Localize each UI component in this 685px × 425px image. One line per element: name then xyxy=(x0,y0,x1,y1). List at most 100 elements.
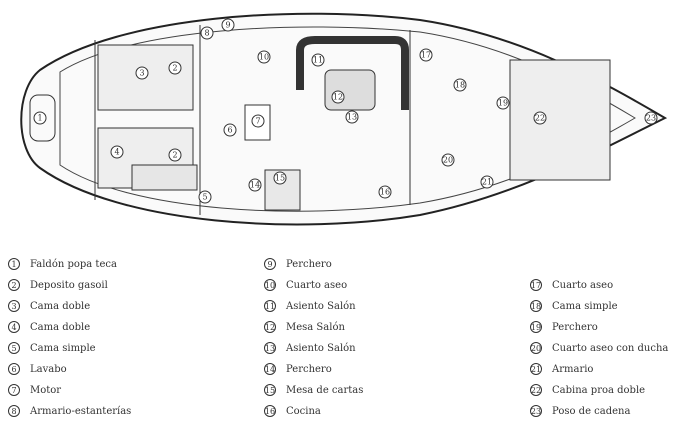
legend-label: Deposito gasoil xyxy=(30,279,108,291)
legend-label: Perchero xyxy=(286,258,332,270)
marker-11: 11 xyxy=(311,53,325,67)
legend-label: Faldón popa teca xyxy=(30,258,117,270)
marker-22: 22 xyxy=(533,111,547,125)
marker-12: 12 xyxy=(331,90,345,104)
legend-number: 1 xyxy=(8,258,20,270)
legend-number: 12 xyxy=(264,321,276,333)
legend-item: 20 Cuarto aseo con ducha xyxy=(530,340,668,356)
legend-item: 3 Cama doble xyxy=(8,298,90,314)
salon-table xyxy=(324,69,376,111)
legend-number: 23 xyxy=(530,405,542,417)
legend-number: 17 xyxy=(530,279,542,291)
legend-item: 17 Cuarto aseo xyxy=(530,277,613,293)
legend-item: 16 Cocina xyxy=(264,403,321,419)
legend-label: Perchero xyxy=(552,321,598,333)
legend-number: 7 xyxy=(8,384,20,396)
inner-hull xyxy=(59,26,636,212)
marker-10: 10 xyxy=(257,50,271,64)
legend-item: 10 Cuarto aseo xyxy=(264,277,347,293)
legend-item: 9 Perchero xyxy=(264,256,332,272)
legend-item: 4 Cama doble xyxy=(8,319,90,335)
marker-6: 6 xyxy=(223,123,237,137)
legend-item: 1 Faldón popa teca xyxy=(8,256,117,272)
marker-2: 2 xyxy=(168,61,182,75)
legend-item: 15 Mesa de cartas xyxy=(264,382,363,398)
legend-number: 14 xyxy=(264,363,276,375)
legend-number: 11 xyxy=(264,300,276,312)
legend-item: 2 Deposito gasoil xyxy=(8,277,108,293)
marker-7: 7 xyxy=(251,114,265,128)
legend-label: Cuarto aseo con ducha xyxy=(552,342,669,354)
legend-number: 2 xyxy=(8,279,20,291)
legend-number: 5 xyxy=(8,342,20,354)
marker-9: 9 xyxy=(221,18,235,32)
single-berth xyxy=(131,164,198,191)
marker-16: 16 xyxy=(378,185,392,199)
legend-label: Cabina proa doble xyxy=(552,384,646,396)
legend-item: 13 Asiento Salón xyxy=(264,340,356,356)
legend-item: 8 Armario-estanterías xyxy=(8,403,131,419)
marker-20: 20 xyxy=(441,153,455,167)
legend-item: 6 Lavabo xyxy=(8,361,67,377)
legend-number: 16 xyxy=(264,405,276,417)
legend-number: 20 xyxy=(530,342,542,354)
legend-item: 14 Perchero xyxy=(264,361,332,377)
legend-label: Cuarto aseo xyxy=(286,279,348,291)
marker-5: 5 xyxy=(198,190,212,204)
salon-seat xyxy=(296,36,409,110)
legend-label: Asiento Salón xyxy=(286,342,356,354)
legend-label: Mesa Salón xyxy=(286,321,345,333)
legend-number: 19 xyxy=(530,321,542,333)
marker-23: 23 xyxy=(644,111,658,125)
legend-item: 5 Cama simple xyxy=(8,340,96,356)
marker-14: 14 xyxy=(248,178,262,192)
legend-label: Cama doble xyxy=(30,321,91,333)
legend-item: 18 Cama simple xyxy=(530,298,618,314)
marker-18: 18 xyxy=(453,78,467,92)
legend-number: 22 xyxy=(530,384,542,396)
marker-15: 15 xyxy=(273,171,287,185)
stern-platform xyxy=(29,94,56,142)
boat-deck-plan xyxy=(20,12,668,226)
marker-8: 8 xyxy=(200,26,214,40)
legend-label: Asiento Salón xyxy=(286,300,356,312)
legend-number: 4 xyxy=(8,321,20,333)
marker-21: 21 xyxy=(480,175,494,189)
legend-number: 8 xyxy=(8,405,20,417)
legend-label: Armario xyxy=(552,363,594,375)
legend-label: Lavabo xyxy=(30,363,67,375)
marker-13: 13 xyxy=(345,110,359,124)
legend-item: 11 Asiento Salón xyxy=(264,298,356,314)
legend-number: 3 xyxy=(8,300,20,312)
legend-item: 19 Perchero xyxy=(530,319,598,335)
legend-label: Perchero xyxy=(286,363,332,375)
legend-number: 10 xyxy=(264,279,276,291)
forward-cabin xyxy=(509,59,611,181)
marker-3: 3 xyxy=(135,66,149,80)
marker-4: 4 xyxy=(110,145,124,159)
legend-label: Motor xyxy=(30,384,62,396)
legend-label: Cuarto aseo xyxy=(552,279,614,291)
legend-item: 22 Cabina proa doble xyxy=(530,382,645,398)
legend-label: Mesa de cartas xyxy=(286,384,364,396)
marker-19: 19 xyxy=(496,96,510,110)
legend-item: 21 Armario xyxy=(530,361,593,377)
legend-number: 9 xyxy=(264,258,276,270)
legend-label: Poso de cadena xyxy=(552,405,631,417)
legend-number: 21 xyxy=(530,363,542,375)
legend-item: 23 Poso de cadena xyxy=(530,403,630,419)
marker-1: 1 xyxy=(33,111,47,125)
legend-number: 15 xyxy=(264,384,276,396)
legend-label: Cama simple xyxy=(30,342,96,354)
legend-label: Cocina xyxy=(286,405,321,417)
legend-number: 13 xyxy=(264,342,276,354)
marker-17: 17 xyxy=(419,48,433,62)
marker-2: 2 xyxy=(168,148,182,162)
legend-number: 18 xyxy=(530,300,542,312)
legend-label: Cama doble xyxy=(30,300,91,312)
legend-number: 6 xyxy=(8,363,20,375)
legend-item: 12 Mesa Salón xyxy=(264,319,345,335)
legend-item: 7 Motor xyxy=(8,382,61,398)
legend-label: Armario-estanterías xyxy=(30,405,132,417)
legend-label: Cama simple xyxy=(552,300,618,312)
